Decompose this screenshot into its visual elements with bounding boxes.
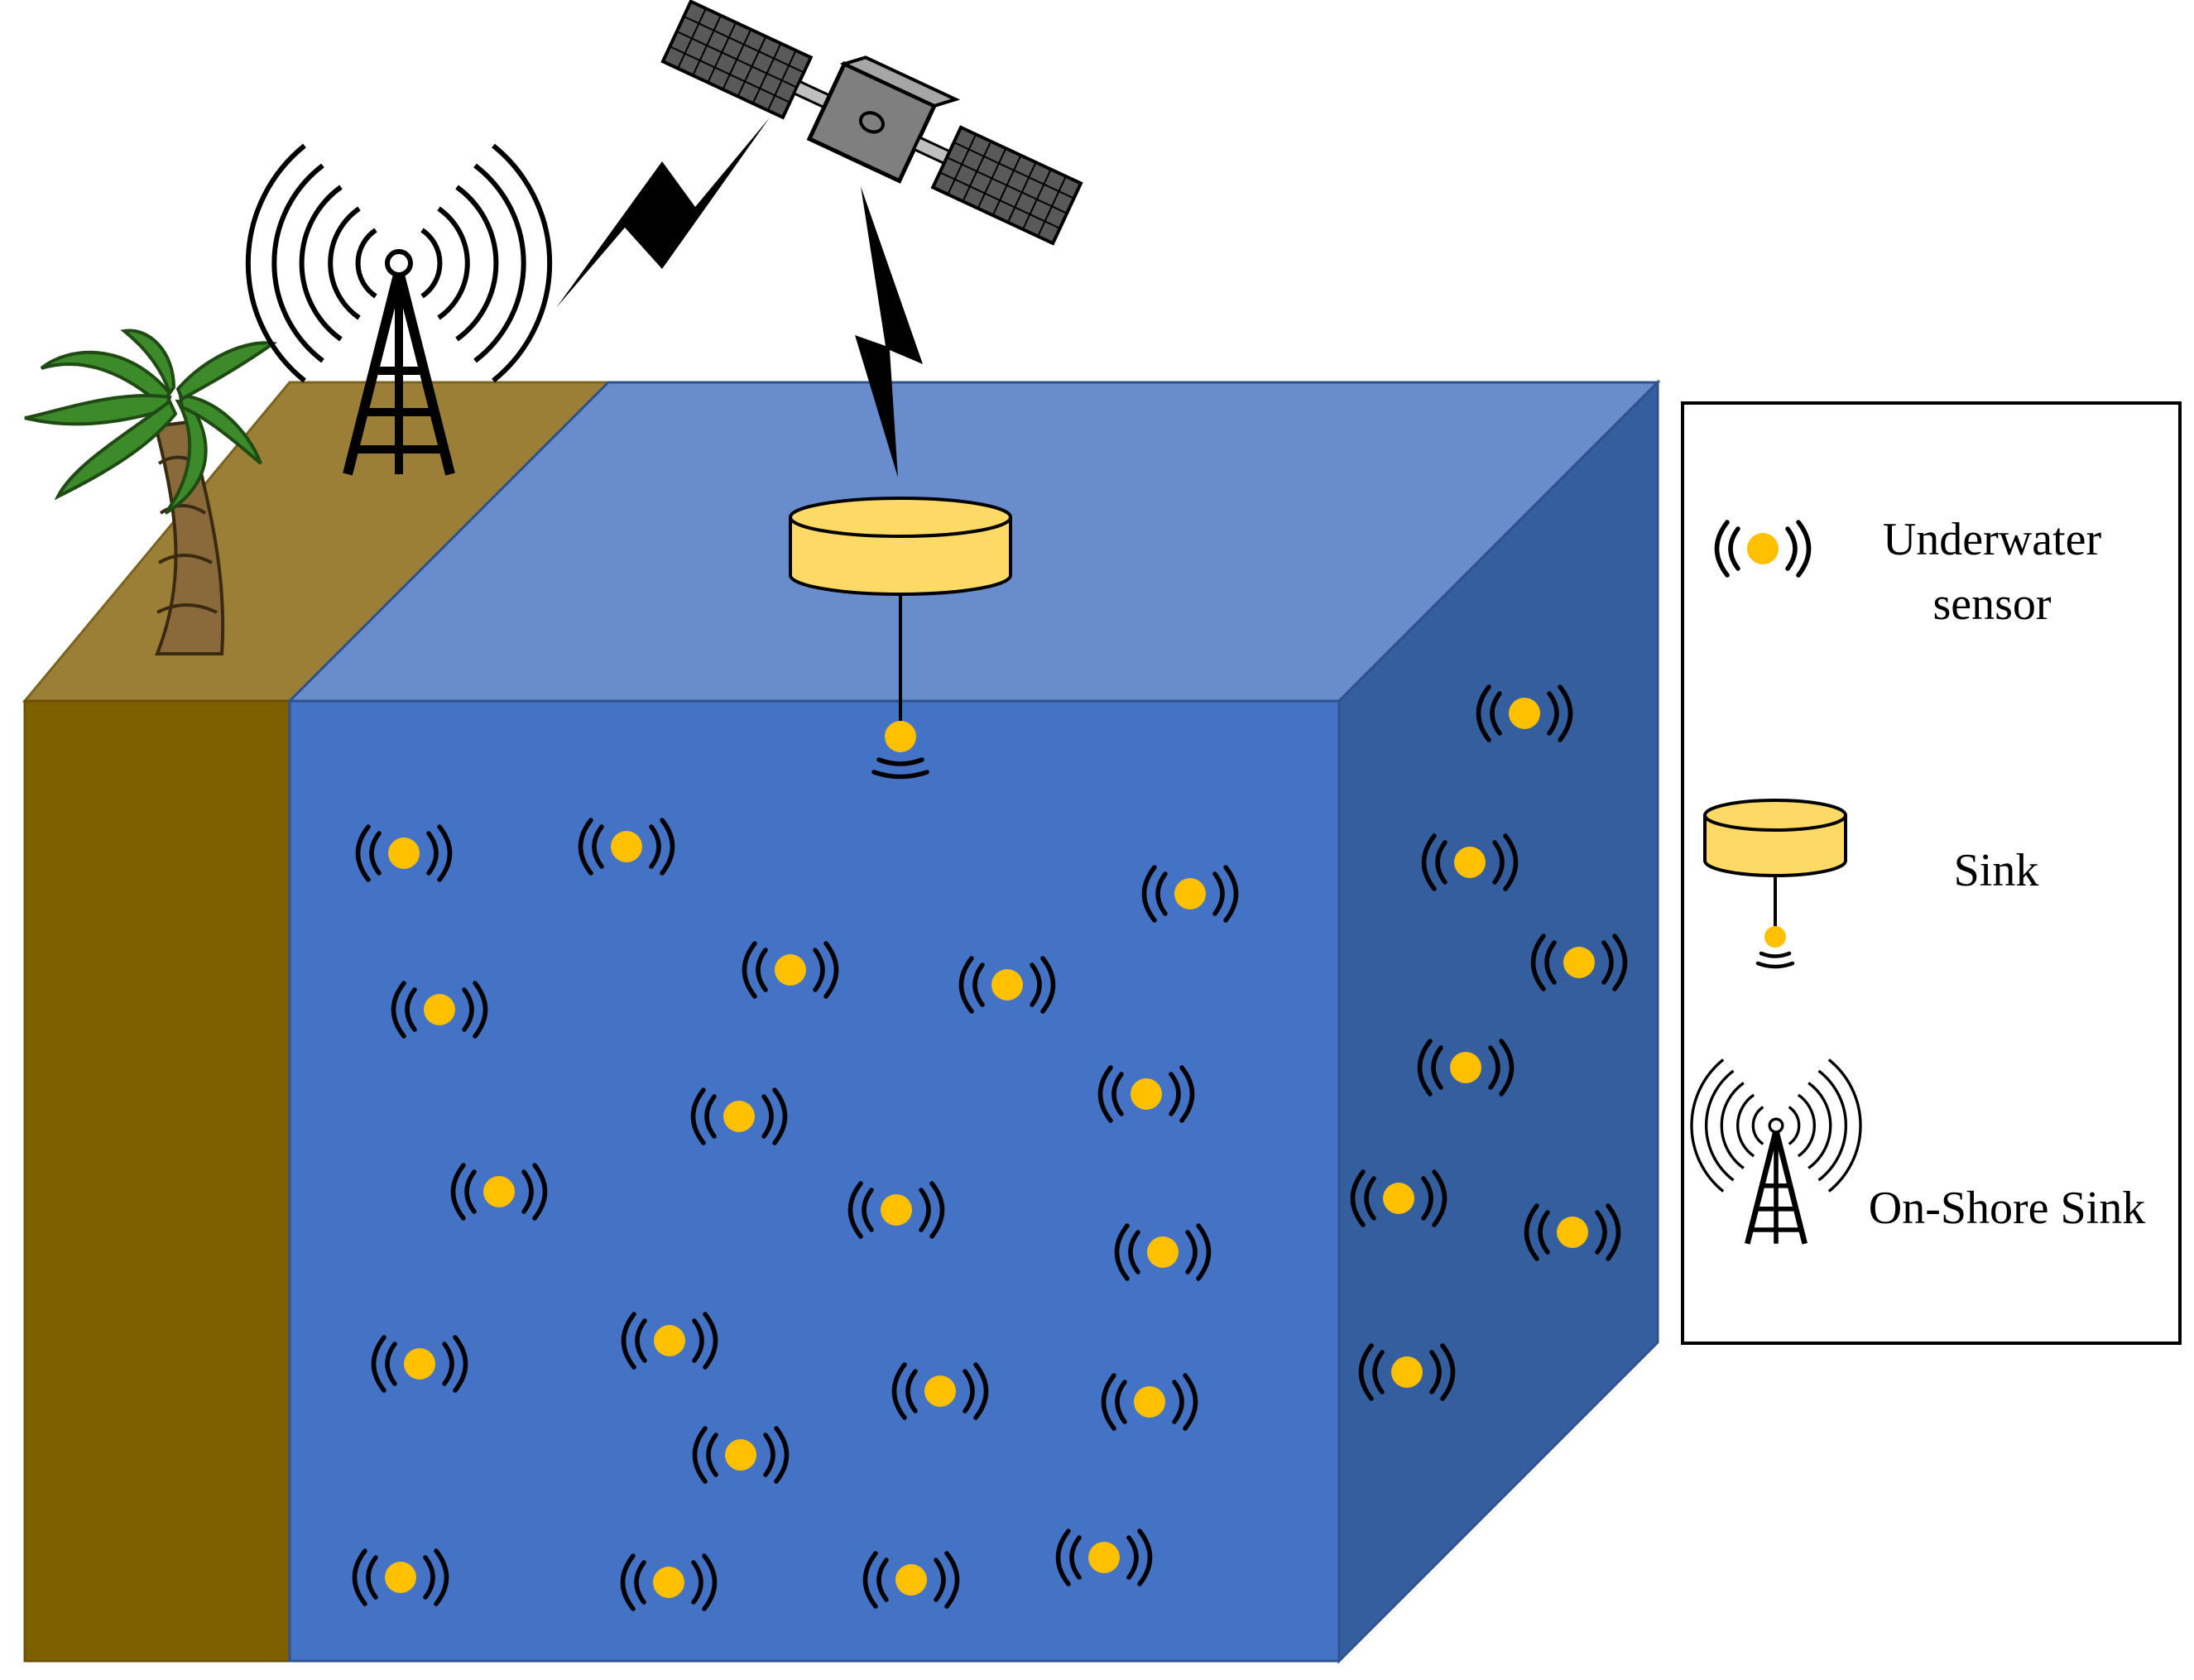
ocean-volume [286,379,1661,1664]
legend-sink-icon [1703,799,1847,969]
legend-sink-label: Sink [1954,845,2039,896]
legend-on-shore-sink-label: On-Shore Sink [1869,1183,2145,1234]
palm-tree-icon [24,329,278,655]
surface-sink-buoy-icon [789,497,1012,780]
satellite-icon [660,0,1083,246]
legend-underwater-sensor-label-line2: sensor [1932,578,2051,630]
lightning-link-icon [556,118,770,308]
water-front [288,699,1341,1663]
legend-underwater-sensor-label-line1: Underwater [1883,514,2102,565]
land-front [23,699,291,1663]
legend: Underwater sensor Sink On-Shore Sink [1681,401,2182,1345]
lightning-link-icon [855,186,923,478]
